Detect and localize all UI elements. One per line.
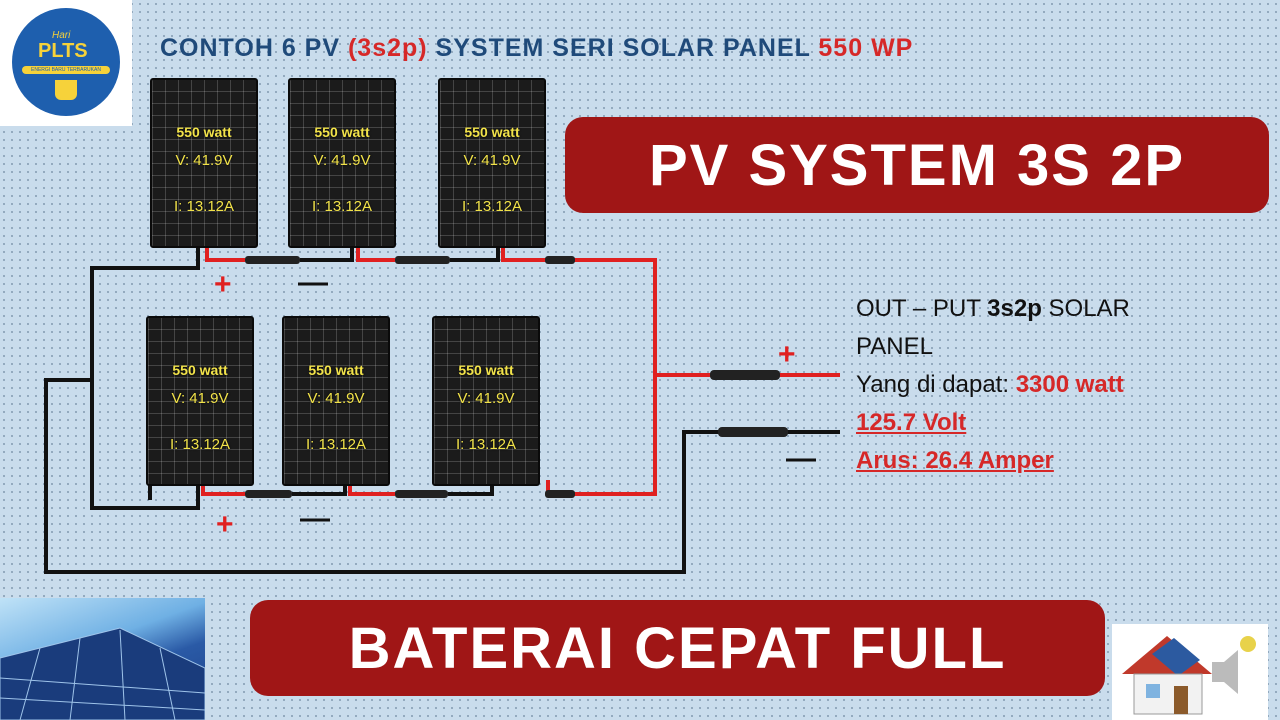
- panel-watt: 550 watt: [308, 362, 364, 378]
- panel-amp: I: 13.12A: [455, 436, 517, 453]
- panel-volt: V: 41.9V: [313, 152, 371, 169]
- solar-panel: 550 watt V: 41.9V I: 13.12A: [150, 78, 258, 248]
- panel-amp: I: 13.12A: [169, 436, 231, 453]
- panel-volt: V: 41.9V: [463, 152, 521, 169]
- banner-top: PV SYSTEM 3S 2P: [565, 117, 1269, 213]
- panel-watt: 550 watt: [314, 124, 370, 140]
- title-wattage: 550 WP: [818, 34, 914, 62]
- output-line-1: OUT – PUT 3s2p SOLAR: [856, 290, 1216, 328]
- panel-amp: I: 13.12A: [311, 198, 373, 215]
- plus-sign: +: [216, 508, 234, 541]
- connector: [395, 256, 450, 264]
- minus-sign: —: [300, 502, 330, 535]
- title-part: SYSTEM SERI SOLAR PANEL: [427, 34, 819, 62]
- connector: [245, 256, 300, 264]
- wire-top-2-red: [356, 242, 395, 262]
- panel-watt: 550 watt: [172, 362, 228, 378]
- solar-panel: 550 watt V: 41.9V I: 13.12A: [288, 78, 396, 248]
- output-text: SOLAR: [1041, 295, 1130, 322]
- minus-sign: —: [298, 266, 328, 299]
- output-text: OUT – PUT: [856, 295, 988, 322]
- solar-field-photo: [0, 598, 205, 720]
- output-line-3: Yang di dapat: 3300 watt: [856, 366, 1216, 404]
- output-config: 3s2p: [987, 295, 1042, 322]
- solar-array-icon: [0, 627, 205, 720]
- wire-top-out-red: [501, 242, 657, 375]
- logo-top-text: Hari: [52, 30, 71, 41]
- plus-sign: +: [778, 338, 796, 371]
- wire-top-1-2: [300, 242, 354, 262]
- logo-tagline: ENERGI BARU TERBARUKAN: [22, 66, 110, 74]
- output-line-2: PANEL: [856, 333, 933, 360]
- output-text: Yang di dapat:: [856, 371, 1016, 398]
- output-voltage: 125.7 Volt: [856, 409, 967, 436]
- banner-bottom: BATERAI CEPAT FULL: [250, 600, 1105, 696]
- panel-amp: I: 13.12A: [173, 198, 235, 215]
- solar-panel: 550 watt V: 41.9V I: 13.12A: [146, 316, 254, 486]
- wire-neg-loop: [44, 378, 840, 574]
- panel-amp: I: 13.12A: [461, 198, 523, 215]
- connector: [545, 490, 575, 498]
- title-config: (3s2p): [347, 34, 428, 62]
- bulb-icon: [55, 80, 77, 100]
- panel-volt: V: 41.9V: [307, 390, 365, 407]
- output-description: OUT – PUT 3s2p SOLAR PANEL Yang di dapat…: [856, 290, 1216, 480]
- minus-sign: —: [786, 442, 816, 475]
- diagram-title: CONTOH 6 PV (3s2p) SYSTEM SERI SOLAR PAN…: [160, 34, 913, 63]
- panel-watt: 550 watt: [458, 362, 514, 378]
- plus-sign: +: [214, 268, 232, 301]
- connector: [245, 490, 292, 498]
- panel-amp: I: 13.12A: [305, 436, 367, 453]
- output-power: 3300 watt: [1015, 371, 1124, 398]
- wire-bot-out-red: [546, 375, 657, 496]
- solar-panel: 550 watt V: 41.9V I: 13.12A: [282, 316, 390, 486]
- wire-top-2-3: [450, 242, 500, 262]
- house-solar-icon-box: [1112, 624, 1268, 720]
- connector: [545, 256, 575, 264]
- panel-volt: V: 41.9V: [457, 390, 515, 407]
- panel-volt: V: 41.9V: [171, 390, 229, 407]
- connector: [395, 490, 448, 498]
- title-part: CONTOH 6 PV: [160, 34, 348, 62]
- wire-top-1-red: [205, 242, 245, 262]
- wire-top-neg: [90, 242, 200, 510]
- panel-watt: 550 watt: [176, 124, 232, 140]
- connector: [718, 427, 788, 437]
- house-icon: [1122, 636, 1212, 715]
- plts-logo: Hari PLTS ENERGI BARU TERBARUKAN: [0, 0, 132, 126]
- solar-panel: 550 watt V: 41.9V I: 13.12A: [432, 316, 540, 486]
- logo-brand: PLTS: [38, 40, 88, 62]
- output-current: Arus: 26.4 Amper: [856, 447, 1054, 474]
- speaker-icon: [1212, 636, 1256, 694]
- connector: [710, 370, 780, 380]
- panel-volt: V: 41.9V: [175, 152, 233, 169]
- panel-watt: 550 watt: [464, 124, 520, 140]
- solar-panel: 550 watt V: 41.9V I: 13.12A: [438, 78, 546, 248]
